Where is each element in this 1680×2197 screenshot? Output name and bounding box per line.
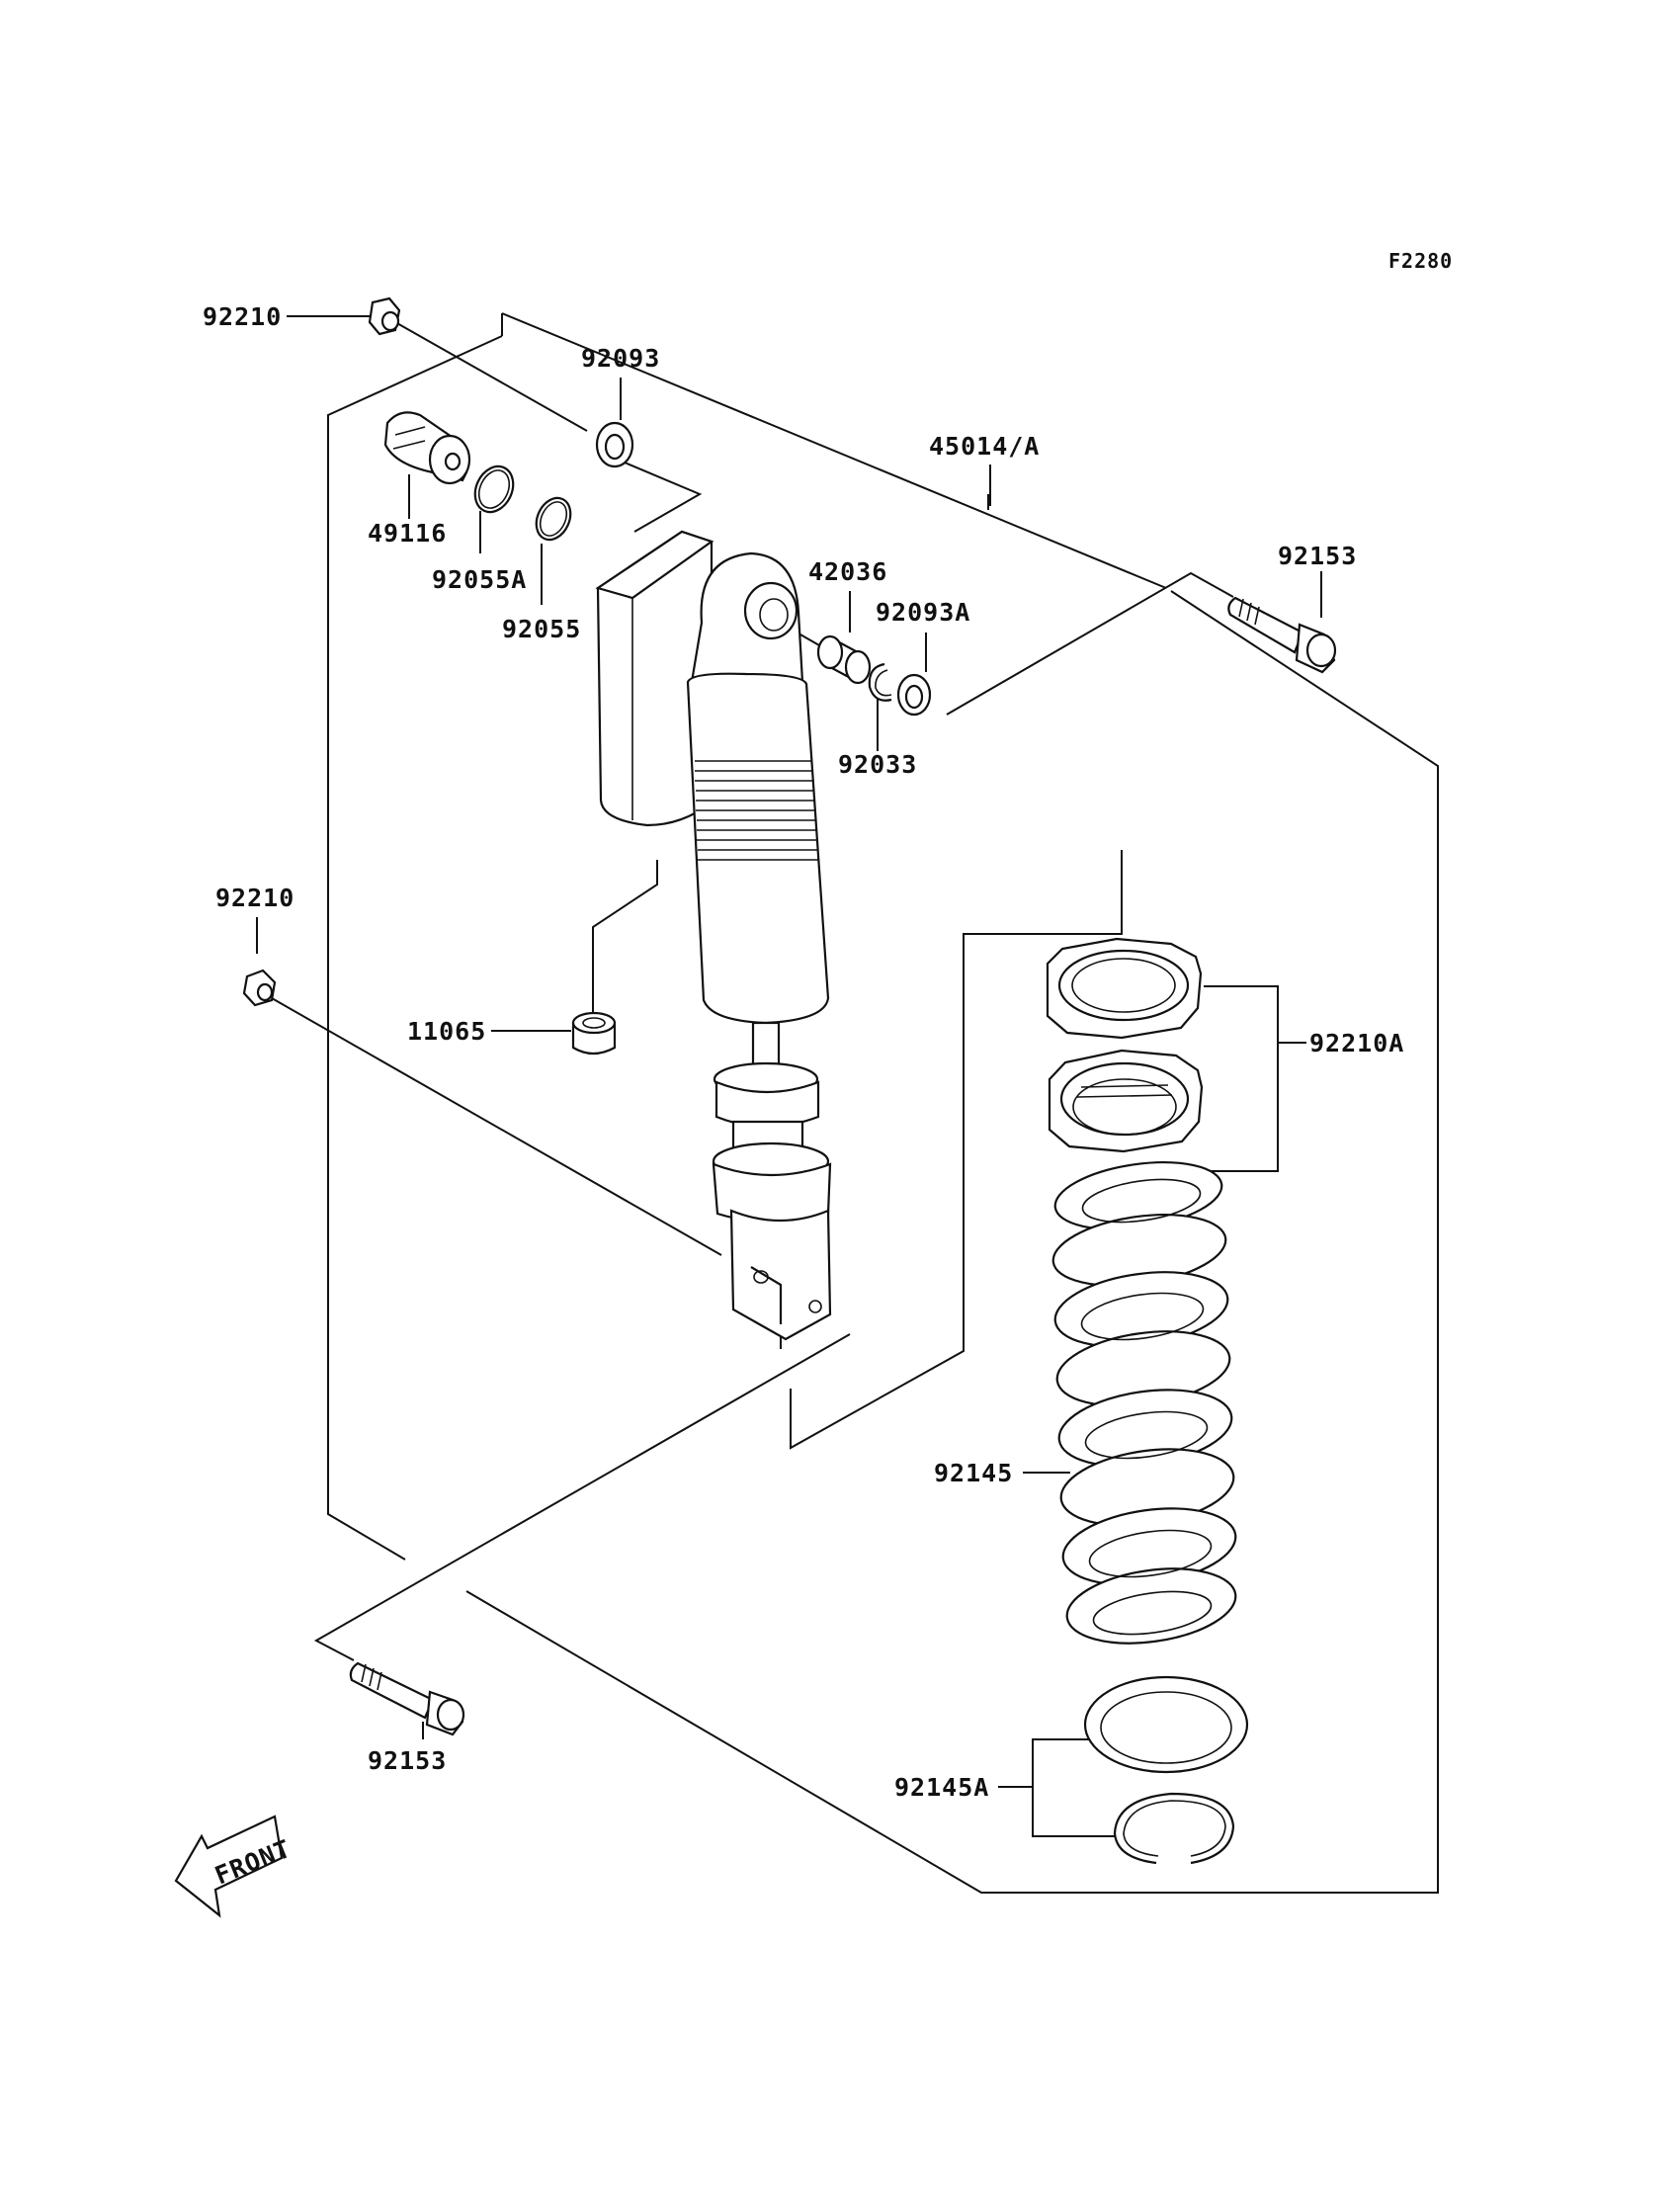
assembly-frame: [327, 312, 1439, 1894]
nut-92210-left: [242, 969, 277, 1007]
circlip-92033: [868, 662, 892, 702]
collar-42036: [816, 634, 872, 685]
label-92145: 92145: [934, 1459, 1013, 1487]
label-92153-top: 92153: [1278, 542, 1357, 570]
adjuster-nut-upper: [1046, 937, 1203, 1040]
label-92210A: 92210A: [1309, 1029, 1404, 1057]
spring-92145: [1051, 1161, 1237, 1645]
adjuster-nut-lower: [1048, 1049, 1204, 1153]
oring-92055A: [473, 465, 515, 514]
bolt-92153-top: [1227, 596, 1337, 674]
label-49116: 49116: [368, 519, 447, 548]
figure-reference: F2280: [1388, 249, 1453, 273]
label-92055: 92055: [502, 615, 581, 643]
part-labels: 92210 92093 45014/A 49116 92055A 92055 4…: [203, 302, 1404, 1802]
label-92210-left: 92210: [215, 884, 294, 912]
label-11065: 11065: [407, 1017, 486, 1046]
spring-seat-92145A: [1083, 1675, 1249, 1774]
front-arrow-icon: FRONT: [174, 1815, 295, 1918]
label-92093A: 92093A: [876, 598, 970, 627]
collar-11065: [571, 1011, 617, 1056]
bolt-92153-bottom: [349, 1661, 465, 1736]
bushing-49116: [383, 411, 471, 485]
label-92055A: 92055A: [432, 565, 527, 594]
label-42036: 42036: [808, 557, 887, 586]
label-92153-bottom: 92153: [368, 1746, 447, 1775]
washer-92093: [595, 421, 634, 468]
spring-frame: [790, 850, 1123, 1450]
nut-92210-top: [368, 296, 401, 336]
label-45014A: 45014/A: [929, 432, 1040, 461]
spring-clip-92145A: [1113, 1792, 1235, 1865]
label-92093: 92093: [581, 344, 660, 373]
label-92210-top: 92210: [203, 302, 282, 331]
label-92033: 92033: [838, 750, 917, 779]
shock-absorber: [595, 530, 832, 1341]
thread-lines: [695, 760, 818, 861]
washer-92093A: [896, 673, 932, 717]
oring-92055: [535, 496, 572, 542]
label-92145A: 92145A: [894, 1773, 989, 1802]
